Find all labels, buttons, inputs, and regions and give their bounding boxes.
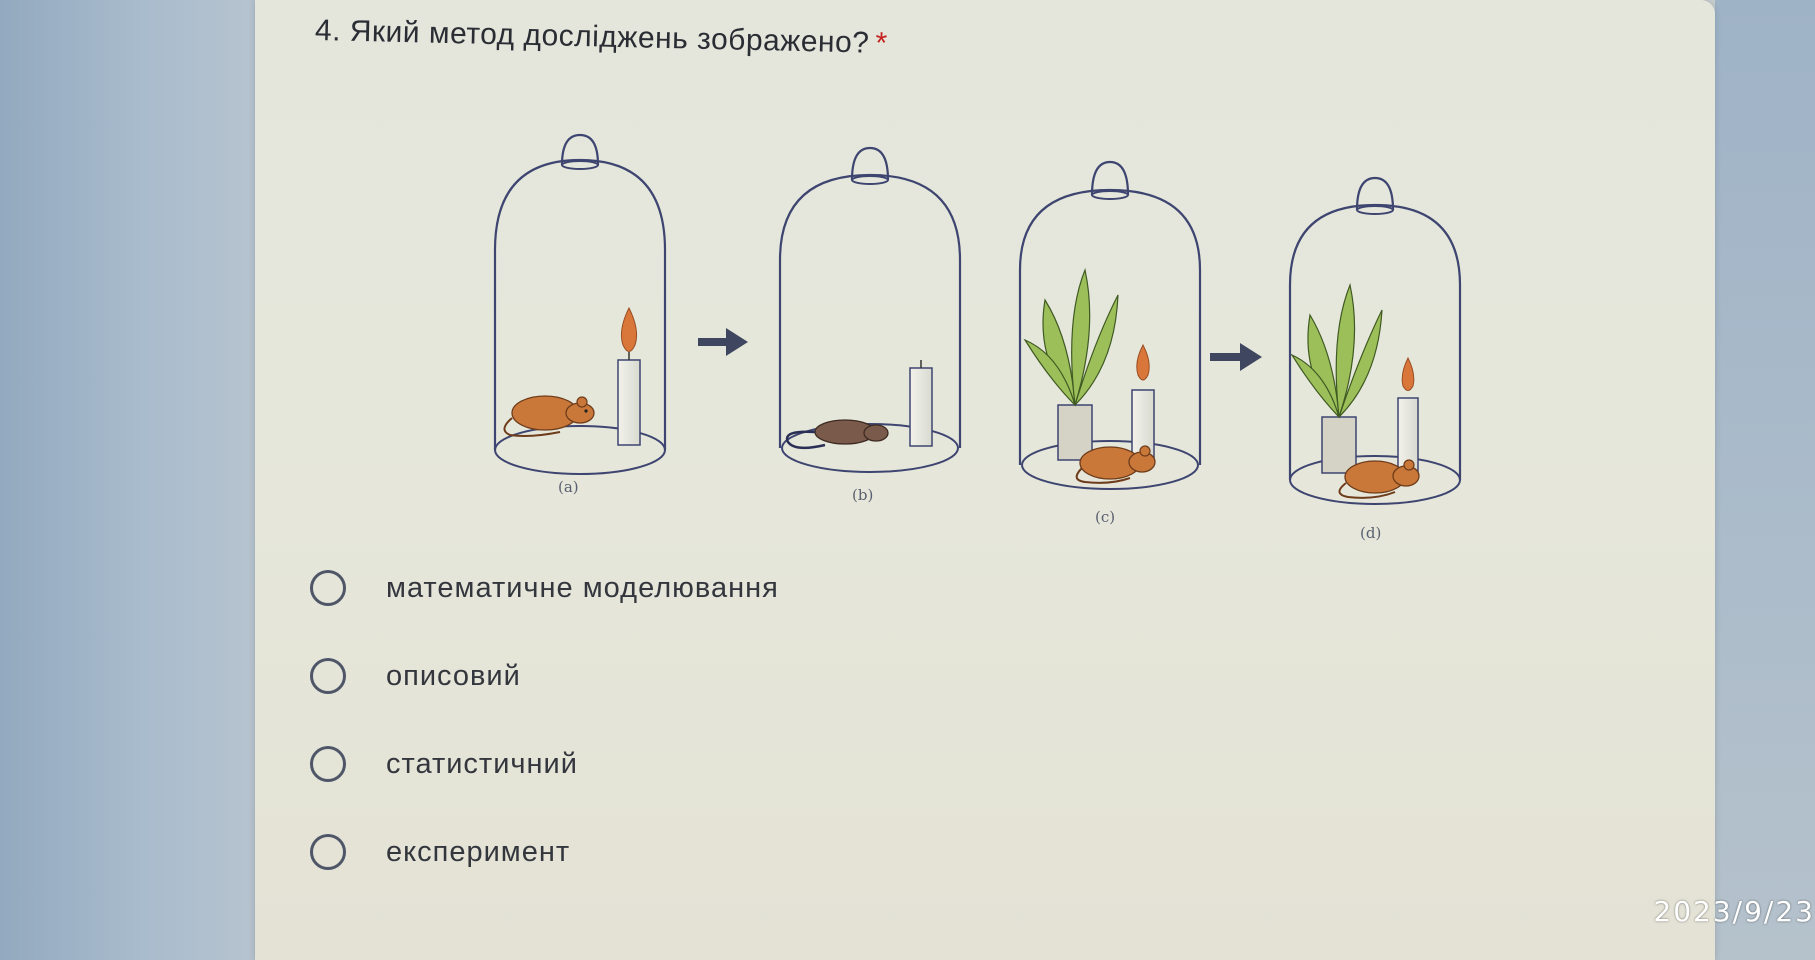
photo-timestamp: 2023/9/23 xyxy=(1653,895,1815,928)
radio-button[interactable] xyxy=(310,834,346,870)
option-statistical[interactable]: статистичний xyxy=(310,746,578,782)
flame-c xyxy=(1136,343,1150,381)
option-descriptive[interactable]: описовий xyxy=(310,658,521,694)
mouse-b xyxy=(785,419,889,450)
plant-pot-c xyxy=(1057,404,1093,461)
panel-label-a: (a) xyxy=(558,478,579,496)
radio-button[interactable] xyxy=(310,658,346,694)
panel-label-b: (b) xyxy=(852,486,873,504)
question-card xyxy=(255,0,1715,960)
option-mathematical-modeling[interactable]: математичне моделювання xyxy=(310,570,779,606)
mouse-d xyxy=(1338,459,1420,499)
plant-pot-d xyxy=(1321,416,1357,474)
right-arrow-icon xyxy=(1210,343,1262,371)
mouse-a xyxy=(503,395,595,437)
jar-base-c xyxy=(1021,440,1199,490)
panel-label-c: (c) xyxy=(1095,508,1115,526)
required-marker: * xyxy=(875,26,889,60)
experiment-illustration: (a) (b) xyxy=(470,120,1490,560)
bell-jar-b xyxy=(778,173,962,448)
option-label: статистичний xyxy=(386,747,578,780)
panel-b: (b) xyxy=(778,146,962,504)
panel-label-d: (d) xyxy=(1360,524,1381,542)
radio-button[interactable] xyxy=(310,570,346,606)
background-edge xyxy=(1715,0,1815,960)
mouse-c xyxy=(1075,445,1156,484)
option-label: описовий xyxy=(386,659,521,692)
bell-jar-diagram: (a) (b) xyxy=(493,133,1462,542)
jar-knob-a xyxy=(560,133,600,166)
jar-base-b xyxy=(781,423,959,473)
radio-button[interactable] xyxy=(310,746,346,782)
plant-d xyxy=(1290,282,1383,419)
option-label: математичне моделювання xyxy=(386,571,779,604)
flame-d xyxy=(1401,356,1415,391)
plant-c xyxy=(1023,267,1119,407)
jar-base-d xyxy=(1289,455,1461,505)
right-arrow-icon xyxy=(698,328,748,356)
panel-d: (d) xyxy=(1288,176,1462,542)
panel-a: (a) xyxy=(493,133,667,496)
panel-c: (c) xyxy=(1018,160,1202,526)
candle-a xyxy=(617,359,641,446)
candle-b xyxy=(909,367,933,447)
jar-knob-c xyxy=(1090,160,1130,196)
jar-knob-b xyxy=(850,146,890,181)
jar-base-a xyxy=(494,425,666,475)
option-experiment[interactable]: експеримент xyxy=(310,834,570,870)
option-label: експеримент xyxy=(386,835,571,868)
jar-knob-d xyxy=(1355,176,1395,211)
flame-a xyxy=(621,306,637,352)
